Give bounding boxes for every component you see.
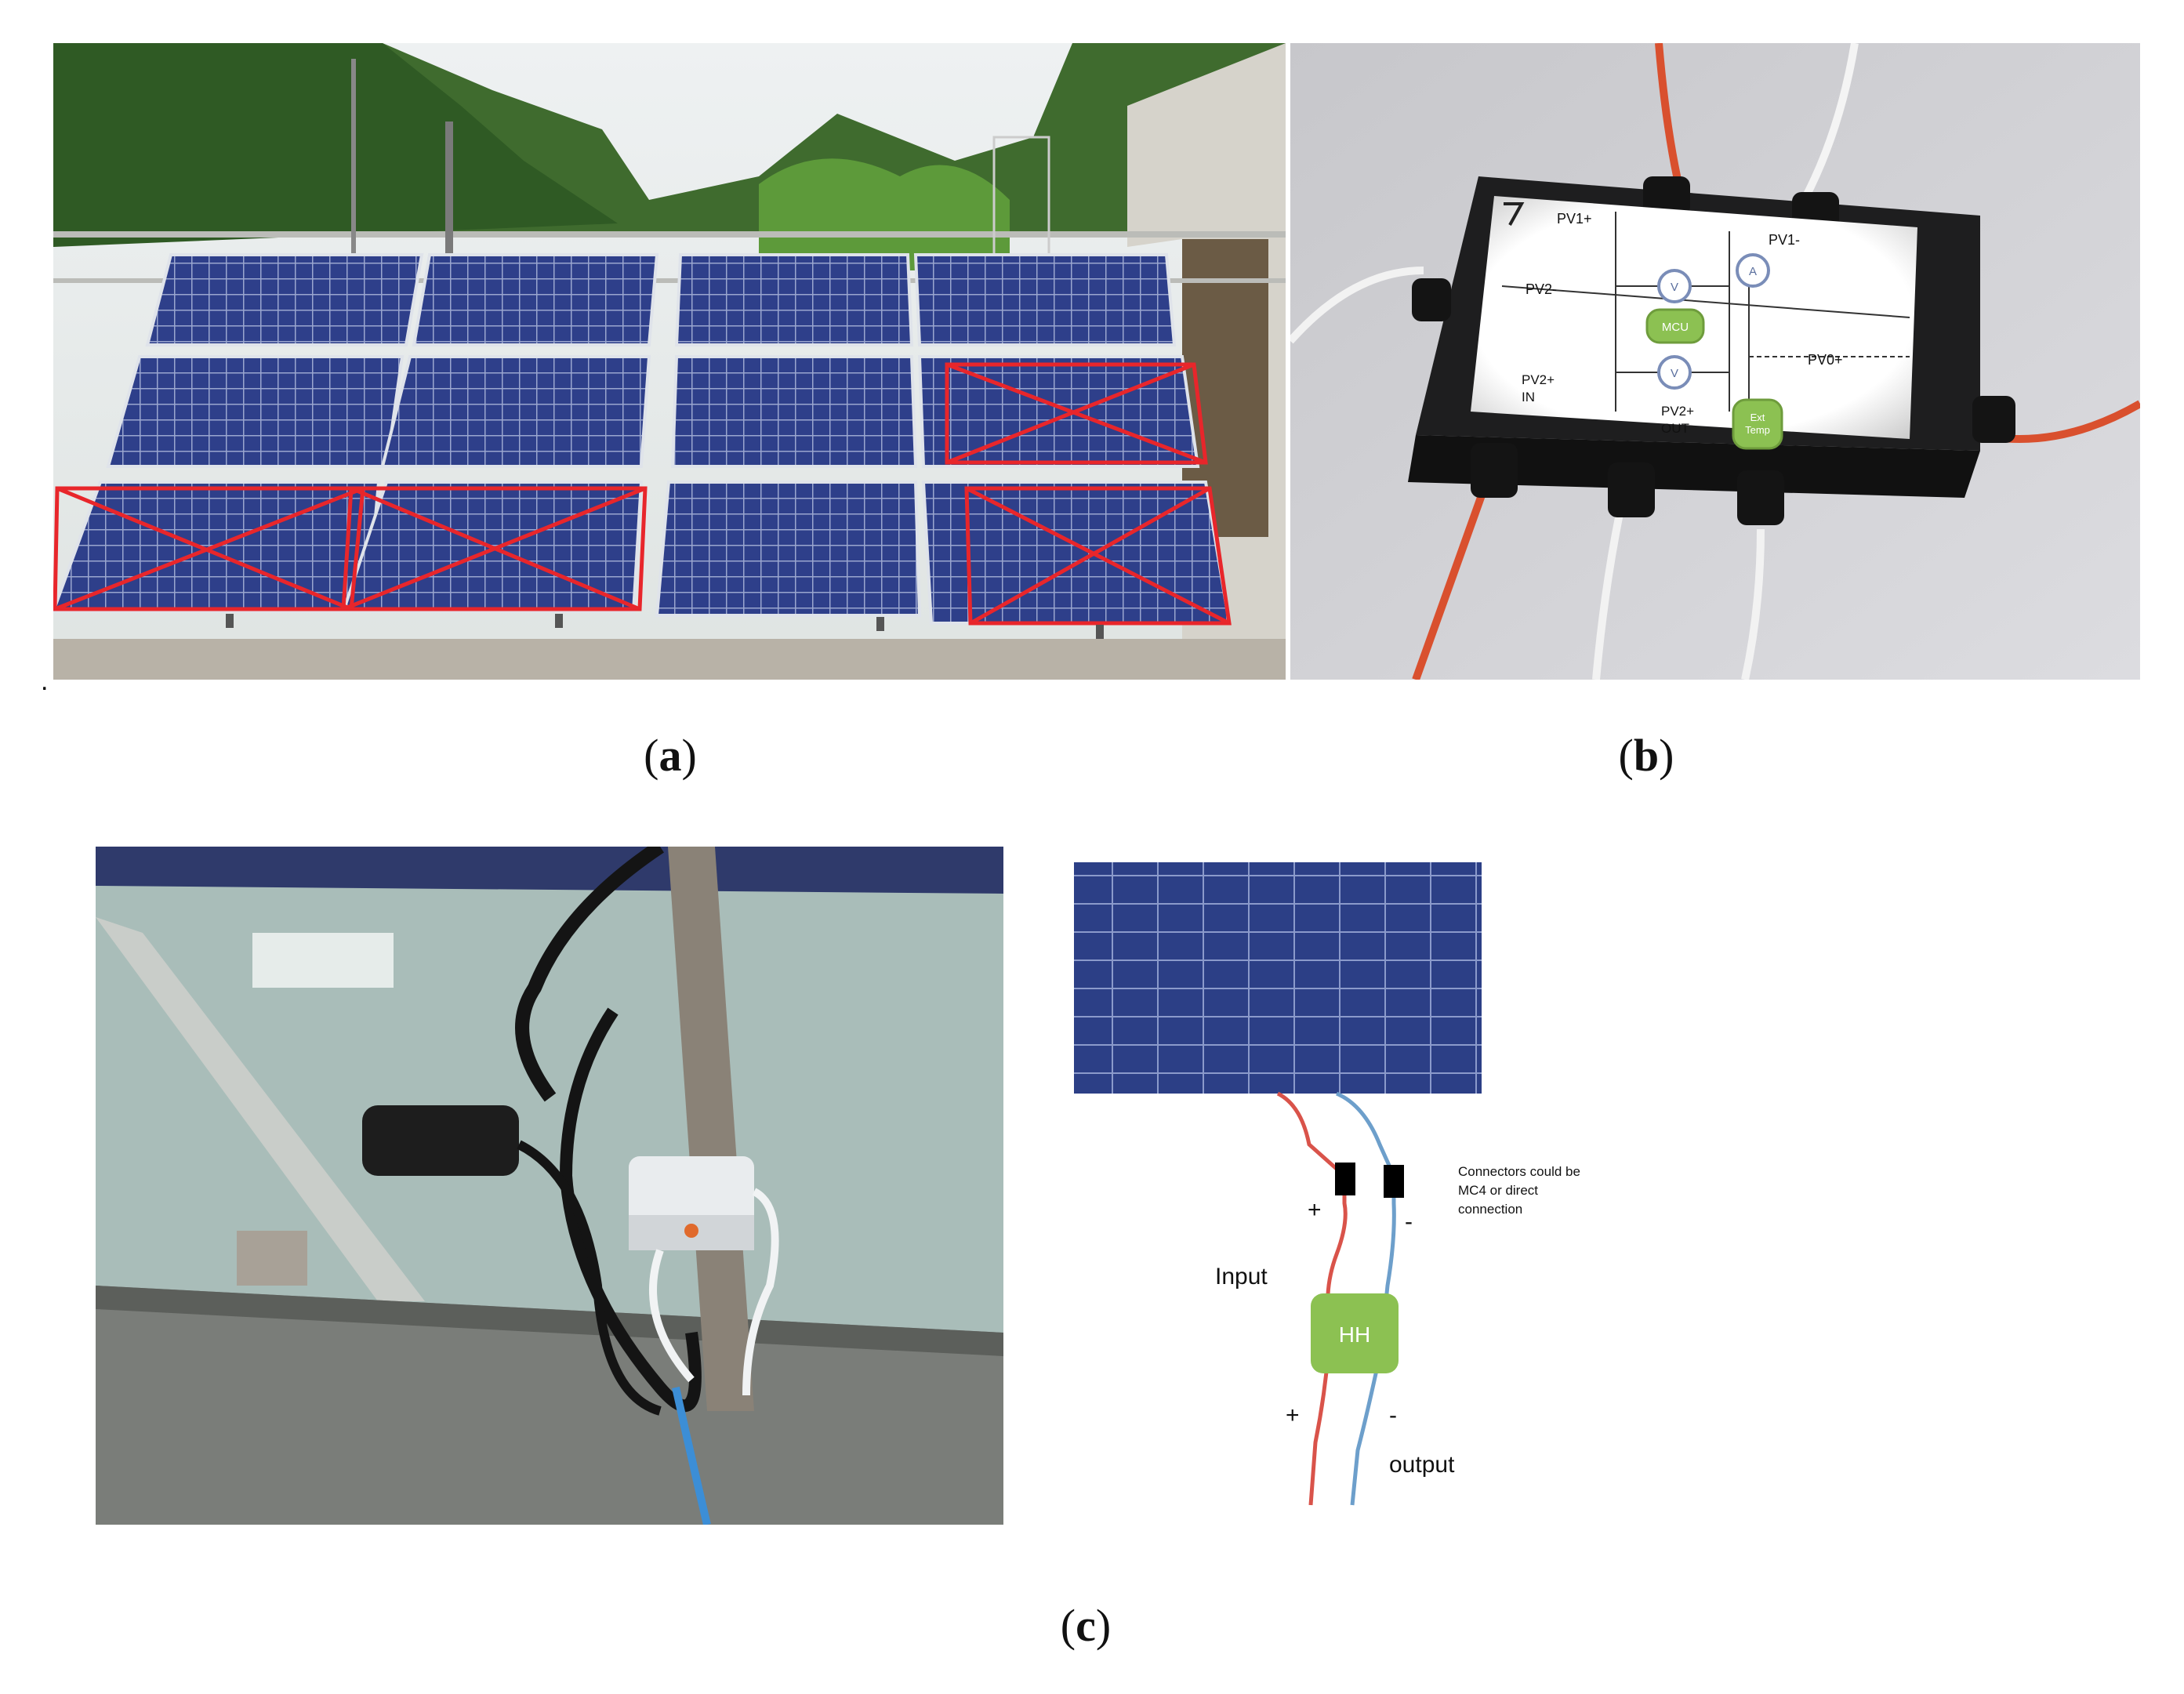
installation-scene	[96, 847, 1003, 1525]
label-mcu: MCU	[1662, 321, 1689, 334]
stray-mark: .	[41, 666, 49, 696]
connector-note-line-3: connection	[1458, 1202, 1522, 1217]
label-pv1-minus: PV1-	[1769, 232, 1800, 248]
panel-c-wiring-diagram: HH + - + - Input output Connectors could…	[1066, 847, 1615, 1521]
pv-module-illustration	[1074, 862, 1482, 1094]
hh-label: HH	[1339, 1322, 1370, 1347]
voltmeter-1-symbol: V	[1671, 281, 1678, 294]
connector-note-line-2: MC4 or direct	[1458, 1183, 1538, 1198]
label-pv2-plus-in: PV2+	[1522, 372, 1555, 387]
label-out: OUT	[1661, 421, 1689, 436]
panel-b-device-photo: PV1+ PV1- PV2- PV0+ PV2+ IN PV2+ OUT MCU…	[1290, 43, 2140, 680]
connector-note-line-1: Connectors could be	[1458, 1164, 1580, 1179]
label-pv2-minus: PV2-	[1526, 281, 1557, 297]
connector-negative	[1384, 1165, 1404, 1198]
plus-bottom-label: +	[1286, 1402, 1300, 1428]
input-label: Input	[1215, 1264, 1268, 1290]
positive-wire	[1276, 1091, 1348, 1506]
hh-box	[1311, 1293, 1399, 1373]
minus-top-label: -	[1405, 1209, 1413, 1235]
minus-bottom-label: -	[1389, 1402, 1397, 1428]
panel-a-solar-array-photo	[53, 43, 1286, 680]
voltmeter-2-symbol: V	[1671, 367, 1678, 380]
caption-c: (c)	[1060, 1600, 1112, 1651]
label-temp: Temp	[1745, 424, 1770, 436]
excluded-panel-markers	[53, 362, 1232, 626]
plus-top-label: +	[1308, 1197, 1322, 1223]
caption-a: (a)	[644, 730, 697, 781]
device-scene: PV1+ PV1- PV2- PV0+ PV2+ IN PV2+ OUT MCU…	[1290, 43, 2140, 680]
output-label: output	[1389, 1452, 1455, 1478]
negative-wire	[1335, 1091, 1396, 1506]
label-in: IN	[1522, 390, 1535, 404]
brand-logo-icon	[1504, 202, 1525, 226]
label-pv0-plus: PV0+	[1808, 352, 1843, 368]
label-pv2-plus-out: PV2+	[1661, 404, 1694, 419]
solar-array-scene	[53, 43, 1286, 680]
label-pv1-plus: PV1+	[1557, 211, 1592, 227]
ammeter-symbol: A	[1749, 265, 1757, 278]
wiring-diagram: HH + - + - Input output Connectors could…	[1074, 862, 1580, 1506]
caption-b: (b)	[1618, 730, 1674, 781]
label-ext: Ext	[1750, 412, 1765, 423]
panel-c-installation-photo	[96, 847, 1003, 1525]
connector-positive	[1335, 1163, 1355, 1195]
